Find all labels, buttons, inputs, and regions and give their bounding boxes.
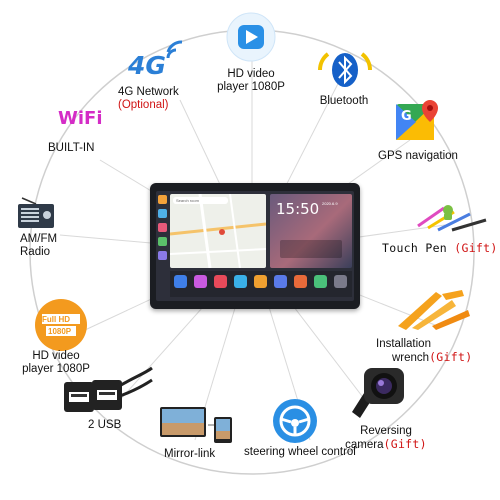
dock-app-icon[interactable] [214, 275, 227, 288]
full-hd-icon [35, 299, 87, 351]
dock-app-icon[interactable] [174, 275, 187, 288]
play-icon [226, 12, 276, 62]
app-dock [170, 271, 352, 297]
clock-time: 15:50 [276, 200, 320, 218]
dock-app-icon[interactable] [334, 275, 347, 288]
stylus-icon [417, 205, 487, 232]
dock-app-icon[interactable] [314, 275, 327, 288]
phone-mirror-icon [160, 407, 232, 443]
side-app-icon [158, 195, 167, 204]
map-roads [170, 194, 266, 268]
pen-label: Touch Pen (Gift) [382, 241, 498, 255]
head-unit-device: Search room 15:50 2020.6.9 [150, 183, 360, 309]
head-unit-screen: Search room 15:50 2020.6.9 [156, 191, 354, 301]
side-app-icon [158, 251, 167, 260]
bluetooth-label: Bluetooth [319, 95, 369, 107]
video-left-label: HD video player 1080P [22, 350, 90, 375]
dock-app-icon[interactable] [234, 275, 247, 288]
1080p-badge: 1080P [48, 327, 72, 336]
side-app-icon [158, 209, 167, 218]
dock-app-icon[interactable] [274, 275, 287, 288]
radio-icon [18, 197, 54, 228]
svg-text:G: G [401, 109, 412, 124]
usb-cable-icon [64, 366, 153, 412]
dock-app-icon[interactable] [194, 275, 207, 288]
gps-label: GPS navigation [378, 150, 458, 162]
dock-app-icon[interactable] [254, 275, 267, 288]
usb-label: 2 USB [88, 419, 122, 431]
camera-label: Reversing camera(Gift) [345, 425, 427, 451]
media-widget[interactable] [280, 240, 342, 258]
mirror-label: Mirror-link [164, 448, 216, 460]
network-label: 4G Network (Optional) [118, 86, 179, 111]
radio-label: AM/FM Radio [20, 233, 58, 258]
wifi-label: BUILT-IN [48, 142, 95, 154]
clock-widget: 15:50 2020.6.9 [270, 194, 352, 268]
clock-date: 2020.6.9 [322, 201, 338, 206]
steering-wheel-icon [273, 399, 317, 443]
wrench-label: Installation wrench(Gift) [376, 338, 473, 364]
dock-app-icon[interactable] [294, 275, 307, 288]
full-hd-badge: Full HD [42, 315, 70, 324]
map-search-input[interactable]: Search room [173, 197, 228, 204]
maps-icon: G [396, 100, 438, 140]
steering-label: steering wheel control [244, 446, 356, 458]
side-app-icon [158, 237, 167, 246]
pry-tool-icon [398, 290, 470, 330]
wifi-icon: WiFi [58, 108, 103, 129]
map-widget[interactable]: Search room [170, 194, 266, 268]
video-top-label: HD video player 1080P [217, 68, 285, 93]
side-app-icon [158, 223, 167, 232]
4g-icon: 4G [127, 40, 183, 80]
bluetooth-icon [318, 52, 372, 87]
camera-icon [352, 368, 404, 418]
svg-text:4G: 4G [127, 51, 166, 80]
